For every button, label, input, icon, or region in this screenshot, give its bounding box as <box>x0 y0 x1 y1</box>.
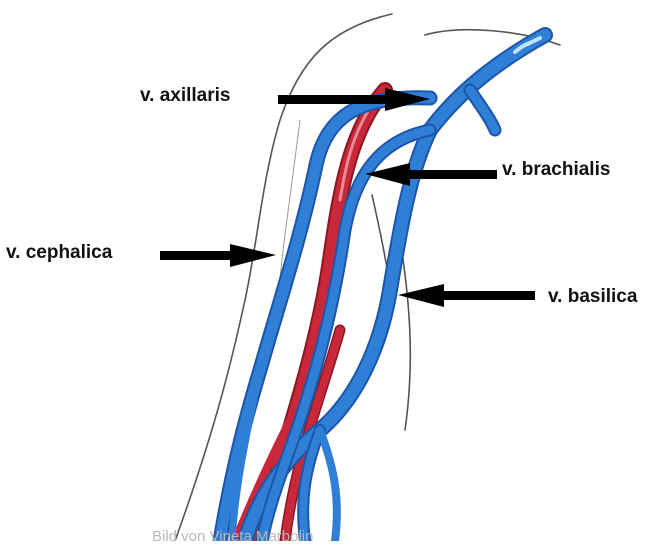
label-v-basilica: v. basilica <box>548 287 637 306</box>
arrow-brachialis <box>365 163 497 186</box>
label-v-cephalica: v. cephalica <box>6 243 112 262</box>
label-v-axillaris: v. axillaris <box>140 86 231 105</box>
image-credit: Bild von Vineta Marbolin <box>152 529 313 544</box>
arrow-basilica <box>398 284 535 307</box>
arrow-cephalica <box>160 244 276 267</box>
label-v-brachialis: v. brachialis <box>502 160 610 179</box>
